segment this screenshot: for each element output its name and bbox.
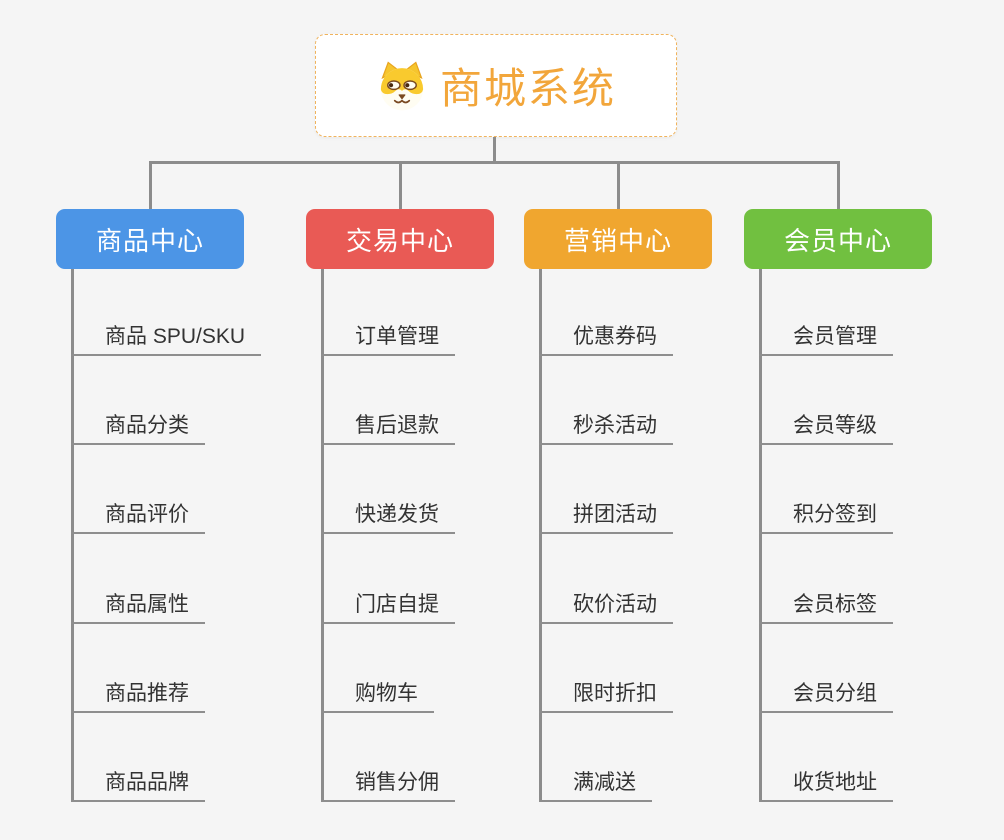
leaf-node[interactable]: 拼团活动 bbox=[539, 494, 673, 534]
leaf-node[interactable]: 秒杀活动 bbox=[539, 405, 673, 445]
leaf-node[interactable]: 订单管理 bbox=[321, 316, 455, 356]
connector-drop-marketing bbox=[617, 161, 620, 211]
leaf-node[interactable]: 优惠券码 bbox=[539, 316, 673, 356]
leaf-node[interactable]: 商品分类 bbox=[71, 405, 205, 445]
leaf-node[interactable]: 售后退款 bbox=[321, 405, 455, 445]
leaf-node[interactable]: 销售分佣 bbox=[321, 762, 455, 802]
leaf-node[interactable]: 会员标签 bbox=[759, 584, 893, 624]
leaf-node[interactable]: 满减送 bbox=[539, 762, 652, 802]
leaf-node[interactable]: 门店自提 bbox=[321, 584, 455, 624]
leaf-node[interactable]: 购物车 bbox=[321, 673, 434, 713]
leaf-node[interactable]: 砍价活动 bbox=[539, 584, 673, 624]
branch-node-marketing[interactable]: 营销中心 bbox=[524, 209, 712, 269]
trunk-trade bbox=[321, 269, 324, 802]
branch-node-products[interactable]: 商品中心 bbox=[56, 209, 244, 269]
root-title: 商城系统 bbox=[439, 65, 616, 112]
trunk-members bbox=[759, 269, 762, 802]
connector-bus bbox=[149, 161, 840, 164]
connector-drop-products bbox=[149, 161, 152, 211]
root-node[interactable]: 商城系统 bbox=[315, 34, 677, 137]
leaf-node[interactable]: 商品 SPU/SKU bbox=[71, 316, 262, 356]
leaf-node[interactable]: 商品评价 bbox=[71, 494, 205, 534]
leaf-node[interactable]: 商品属性 bbox=[71, 584, 205, 624]
leaf-node[interactable]: 收货地址 bbox=[759, 762, 893, 802]
leaf-node[interactable]: 会员分组 bbox=[759, 673, 893, 713]
branch-node-trade[interactable]: 交易中心 bbox=[306, 209, 494, 269]
trunk-products bbox=[71, 269, 74, 802]
connector-root-stub bbox=[493, 137, 496, 163]
leaf-node[interactable]: 快递发货 bbox=[321, 494, 455, 534]
connector-drop-trade bbox=[399, 161, 402, 211]
dog-face-icon bbox=[380, 60, 424, 110]
branch-node-members[interactable]: 会员中心 bbox=[744, 209, 932, 269]
leaf-node[interactable]: 限时折扣 bbox=[539, 673, 673, 713]
leaf-node[interactable]: 会员等级 bbox=[759, 405, 893, 445]
trunk-marketing bbox=[539, 269, 542, 802]
leaf-node[interactable]: 商品品牌 bbox=[71, 762, 205, 802]
leaf-node[interactable]: 积分签到 bbox=[759, 494, 893, 534]
leaf-node[interactable]: 商品推荐 bbox=[71, 673, 205, 713]
connector-drop-members bbox=[837, 161, 840, 211]
leaf-node[interactable]: 会员管理 bbox=[759, 316, 893, 356]
